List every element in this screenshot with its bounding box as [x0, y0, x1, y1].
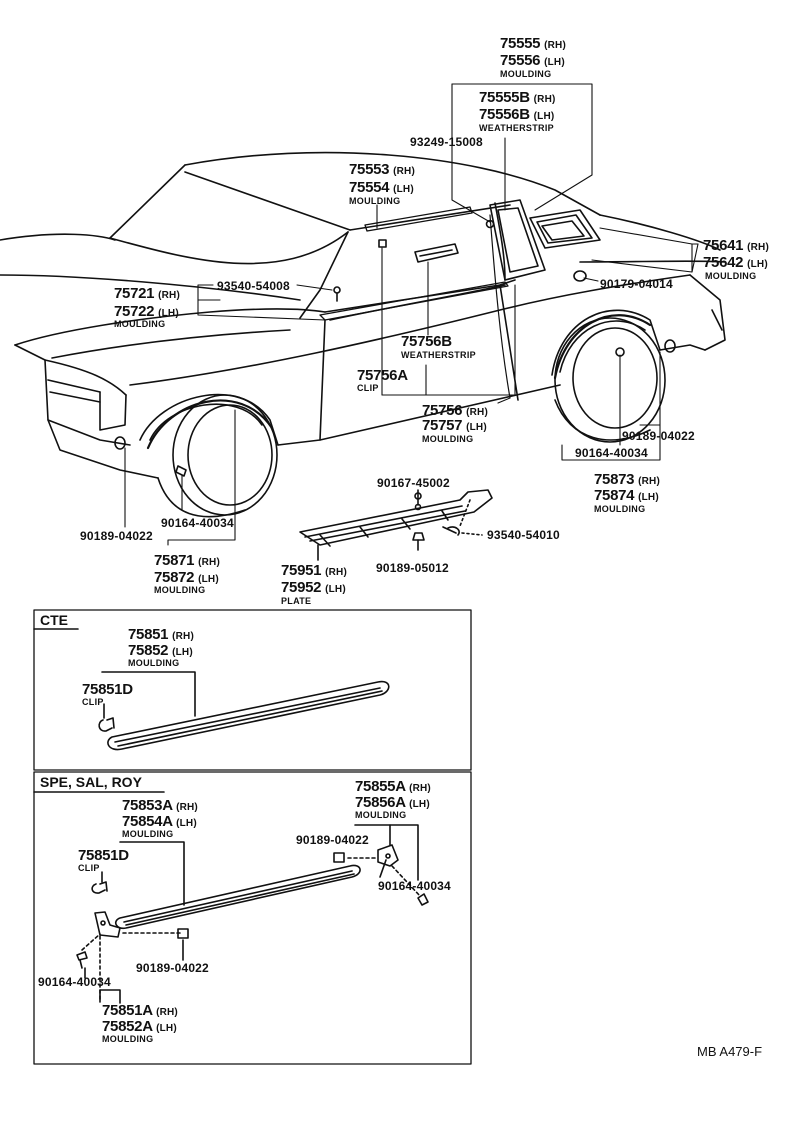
- part-75851A: 75851A (RH): [102, 1002, 178, 1019]
- part-name-moulding: MOULDING: [154, 585, 206, 595]
- side-rh: (RH): [747, 242, 769, 253]
- side-rh: (RH): [533, 94, 556, 105]
- side-rh: (RH): [325, 567, 347, 578]
- part-75641: 75641 (RH): [703, 237, 769, 254]
- part-90164-40034: 90164-40034: [161, 516, 234, 530]
- part-75554: 75554 (LH): [349, 179, 414, 196]
- part-75874: 75874 (LH): [594, 487, 659, 504]
- part-name-moulding: MOULDING: [114, 319, 166, 329]
- side-rh: (RH): [393, 166, 415, 177]
- part-90179-04014: 90179-04014: [600, 277, 673, 291]
- side-lh: (LH): [325, 584, 346, 595]
- side-rh: (RH): [156, 1007, 178, 1018]
- part-90189-04022: 90189-04022: [80, 529, 153, 543]
- part-name-weatherstrip: WEATHERSTRIP: [401, 350, 476, 360]
- part-name-moulding: MOULDING: [128, 658, 180, 668]
- part-name-plate: PLATE: [281, 596, 312, 606]
- part-75872: 75872 (LH): [154, 569, 219, 586]
- part-75852A: 75852A (LH): [102, 1018, 177, 1035]
- part-75871: 75871 (RH): [154, 552, 220, 569]
- side-rh: (RH): [158, 290, 180, 301]
- part-name-moulding: MOULDING: [349, 196, 401, 206]
- car-body-outline: [0, 153, 725, 517]
- part-name-moulding: MOULDING: [422, 434, 474, 444]
- side-lh: (LH): [466, 422, 487, 433]
- part-75855A: 75855A (RH): [355, 778, 431, 795]
- part-name-moulding: MOULDING: [102, 1034, 154, 1044]
- spe-sal-roy-header: SPE, SAL, ROY: [40, 774, 142, 790]
- part-75756: 75756 (RH): [422, 402, 488, 419]
- part-name-moulding: MOULDING: [705, 271, 757, 281]
- part-90189-04022: 90189-04022: [296, 833, 369, 847]
- part-93249-15008: 93249-15008: [410, 135, 483, 149]
- part-75553: 75553 (RH): [349, 161, 415, 178]
- part-75951: 75951 (RH): [281, 562, 347, 579]
- part-75642: 75642 (LH): [703, 254, 768, 271]
- side-rh: (RH): [176, 802, 198, 813]
- part-name-weatherstrip: WEATHERSTRIP: [479, 123, 554, 133]
- part-75556: 75556 (LH): [500, 52, 565, 69]
- part-75756A: 75756A: [357, 367, 408, 384]
- part-75757: 75757 (LH): [422, 417, 487, 434]
- part-name-clip: CLIP: [78, 863, 100, 873]
- part-75756B: 75756B: [401, 333, 452, 350]
- side-rh: (RH): [172, 631, 194, 642]
- cte-box: [34, 610, 471, 770]
- side-lh: (LH): [156, 1023, 177, 1034]
- part-name-clip: CLIP: [82, 697, 104, 707]
- part-75853A: 75853A (RH): [122, 797, 198, 814]
- side-lh: (LH): [638, 492, 659, 503]
- side-lh: (LH): [544, 57, 565, 68]
- part-name-moulding: MOULDING: [500, 69, 552, 79]
- part-75555B: 75555B (RH): [479, 89, 556, 106]
- spe-box: [34, 772, 471, 1064]
- side-lh: (LH): [393, 184, 414, 195]
- cte-header: CTE: [40, 612, 68, 628]
- part-93540-54010: 93540-54010: [487, 528, 560, 542]
- side-rh: (RH): [466, 407, 488, 418]
- part-name-clip: CLIP: [357, 383, 379, 393]
- part-90164-40034: 90164-40034: [378, 879, 451, 893]
- part-90189-04022: 90189-04022: [622, 429, 695, 443]
- part-90164-40034: 90164-40034: [38, 975, 111, 989]
- part-75952: 75952 (LH): [281, 579, 346, 596]
- diagram-code: MB A479-F: [697, 1044, 763, 1059]
- part-75856A: 75856A (LH): [355, 794, 430, 811]
- side-rh: (RH): [198, 557, 220, 568]
- part-name-moulding: MOULDING: [594, 504, 646, 514]
- side-rh: (RH): [544, 40, 566, 51]
- part-75556B: 75556B (LH): [479, 106, 555, 123]
- plate-assembly: [300, 490, 492, 560]
- side-rh: (RH): [409, 783, 431, 794]
- part-75873: 75873 (RH): [594, 471, 660, 488]
- part-75722: 75722 (LH): [114, 303, 179, 320]
- part-75851D: 75851D: [78, 847, 129, 864]
- side-lh: (LH): [158, 308, 179, 319]
- part-90164-40034: 90164-40034: [575, 446, 648, 460]
- part-75852: 75852 (LH): [128, 642, 193, 659]
- part-75555: 75555 (RH): [500, 35, 566, 52]
- side-lh: (LH): [172, 647, 193, 658]
- part-name-moulding: MOULDING: [122, 829, 174, 839]
- side-rh: (RH): [638, 476, 660, 487]
- part-90167-45002: 90167-45002: [377, 476, 450, 490]
- side-lh: (LH): [176, 818, 197, 829]
- part-75854A: 75854A (LH): [122, 813, 197, 830]
- part-75851: 75851 (RH): [128, 626, 194, 643]
- side-lh: (LH): [409, 799, 430, 810]
- leader-lines-top: [125, 84, 698, 545]
- part-75721: 75721 (RH): [114, 285, 180, 302]
- side-lh: (LH): [747, 259, 768, 270]
- part-93540-54008: 93540-54008: [217, 279, 290, 293]
- side-lh: (LH): [533, 111, 555, 122]
- side-lh: (LH): [198, 574, 219, 585]
- part-75851D: 75851D: [82, 681, 133, 698]
- car-fasteners: [115, 221, 675, 477]
- part-90189-04022: 90189-04022: [136, 961, 209, 975]
- part-90189-05012: 90189-05012: [376, 561, 449, 575]
- part-name-moulding: MOULDING: [355, 810, 407, 820]
